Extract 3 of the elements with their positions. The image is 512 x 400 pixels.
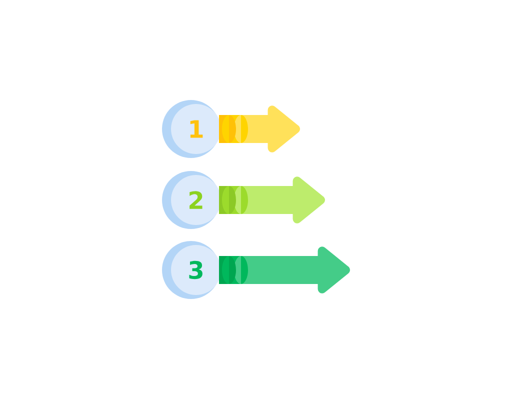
arrow bbox=[219, 246, 350, 294]
arrow bbox=[219, 176, 325, 224]
arrow bbox=[219, 106, 300, 152]
